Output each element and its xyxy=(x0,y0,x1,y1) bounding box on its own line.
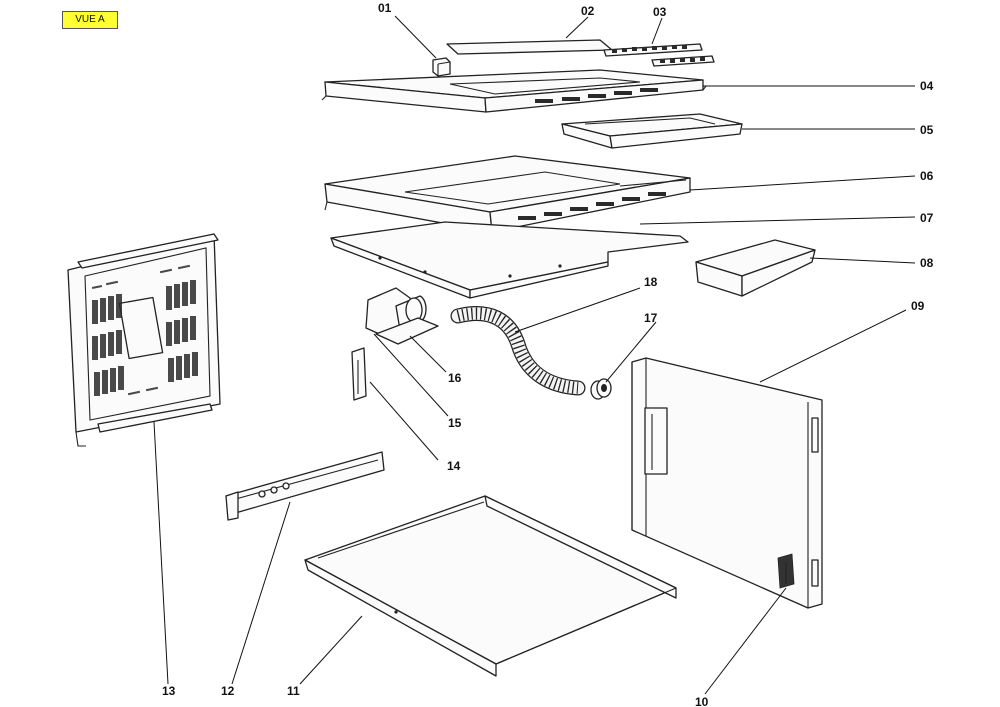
view-label-badge: VUE A xyxy=(62,11,118,29)
part-16-duct-base xyxy=(375,317,439,345)
label-15: 15 xyxy=(448,416,462,430)
part-05-tray xyxy=(561,113,743,149)
part-02-plate xyxy=(446,39,613,55)
label-18: 18 xyxy=(644,275,658,289)
part-17-hose-collar xyxy=(590,378,612,400)
label-03: 03 xyxy=(653,5,667,19)
part-04-top-panel xyxy=(321,69,707,113)
part-09-side-panel xyxy=(631,357,823,609)
label-17: 17 xyxy=(644,311,658,325)
label-10: 10 xyxy=(695,695,709,707)
label-16: 16 xyxy=(448,371,462,385)
part-01-clip xyxy=(432,57,451,77)
part-14-small-bracket xyxy=(351,347,367,401)
label-04: 04 xyxy=(920,79,934,93)
part-12-rail-bracket xyxy=(225,451,385,521)
part-number-labels: 01 02 03 04 05 06 07 08 09 10 11 12 13 1… xyxy=(162,1,934,707)
part-18-flex-hose xyxy=(450,306,586,396)
label-06: 06 xyxy=(920,169,934,183)
label-05: 05 xyxy=(920,123,934,137)
label-13: 13 xyxy=(162,684,176,698)
part-06-upper-panel xyxy=(324,155,691,233)
part-07-heat-shield-plate xyxy=(330,221,689,299)
label-02: 02 xyxy=(581,4,595,18)
label-12: 12 xyxy=(221,684,235,698)
part-13-back-panel xyxy=(67,233,221,447)
label-09: 09 xyxy=(911,299,925,313)
label-01: 01 xyxy=(378,1,392,15)
label-07: 07 xyxy=(920,211,934,225)
part-08-bracket-cover xyxy=(695,239,816,297)
part-03-gasket-strips xyxy=(603,43,715,67)
part-10-connector-block xyxy=(777,553,795,589)
part-11-bottom-tray xyxy=(304,495,677,677)
label-11: 11 xyxy=(287,684,300,698)
label-08: 08 xyxy=(920,256,934,270)
label-14: 14 xyxy=(447,459,461,473)
leader-lines xyxy=(153,15,916,695)
